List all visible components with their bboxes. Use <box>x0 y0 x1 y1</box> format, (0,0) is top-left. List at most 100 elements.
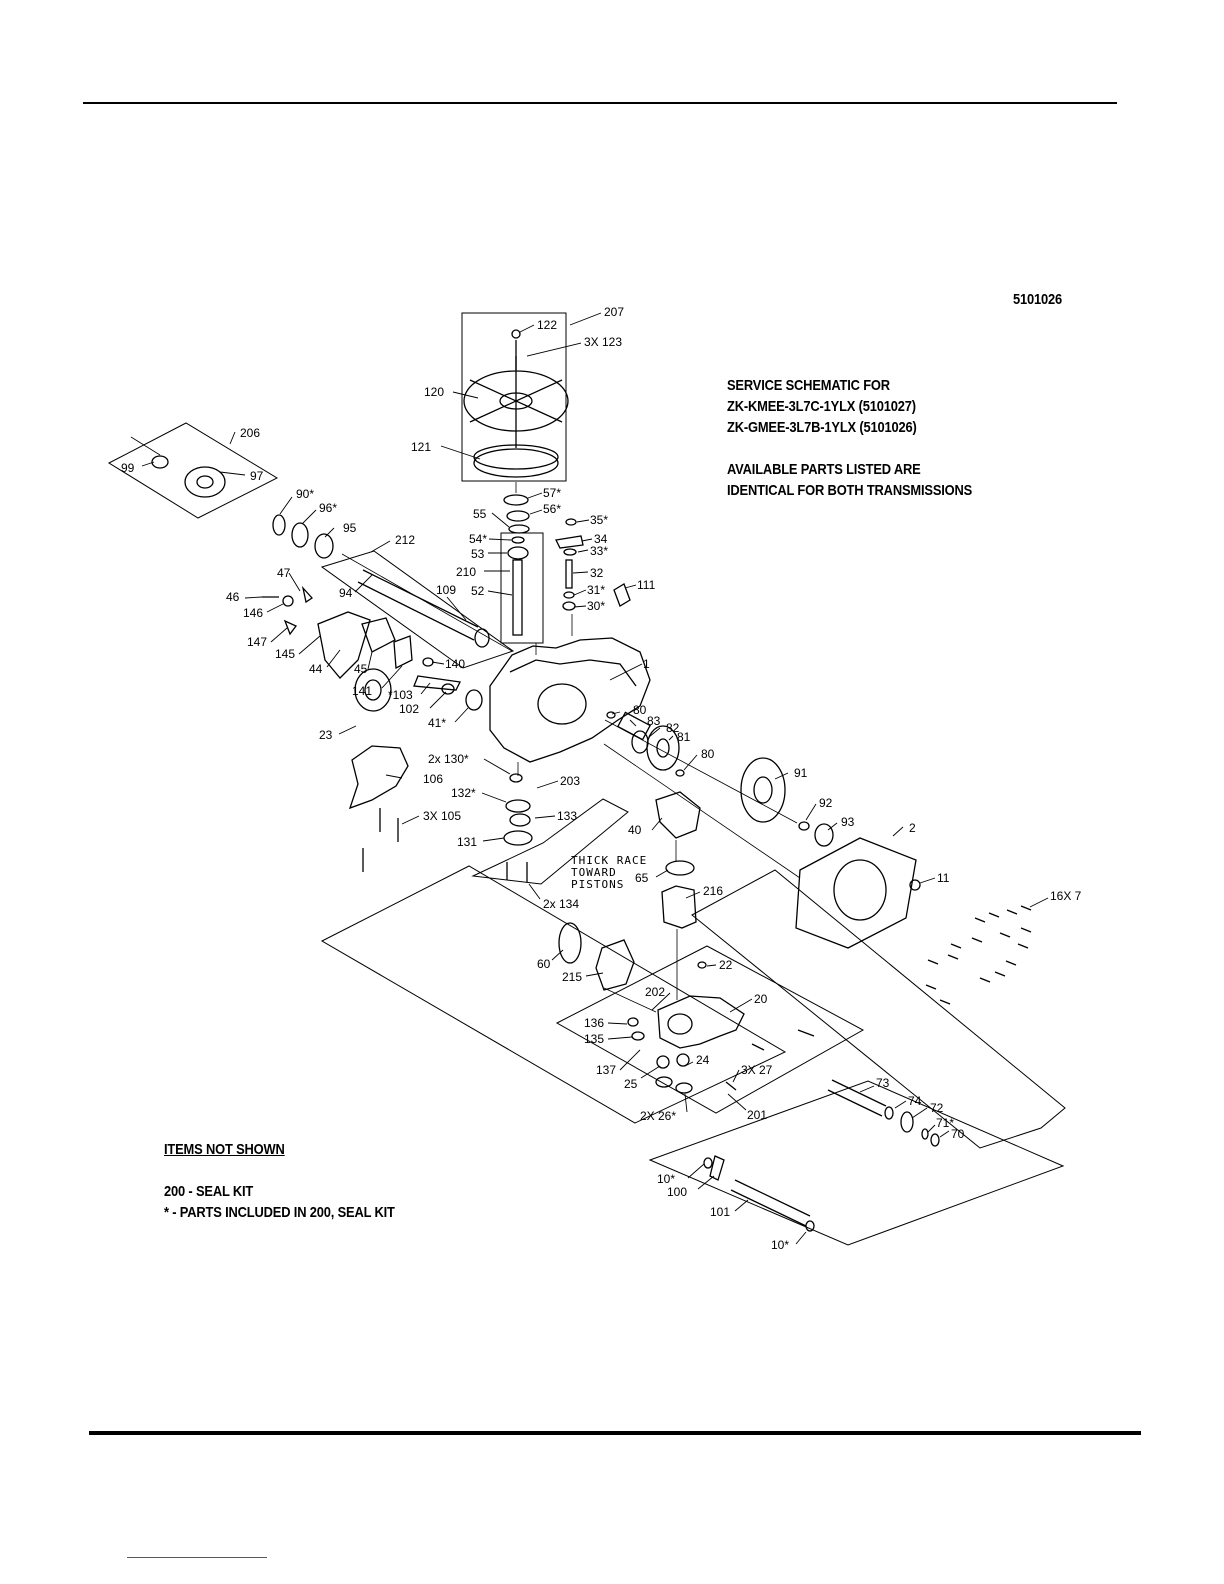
callout-121: 121 <box>411 440 431 454</box>
washer-55 <box>508 524 530 534</box>
callout-2: 2 <box>909 821 916 835</box>
center-section-20 <box>657 995 745 1049</box>
hub-nut <box>151 455 169 469</box>
gear-72 <box>900 1111 914 1133</box>
shield-106 <box>348 745 409 810</box>
bolt-27a <box>797 1029 815 1037</box>
spring-47 <box>301 585 313 604</box>
callout-55: 55 <box>473 507 487 521</box>
callout-22: 22 <box>719 958 733 972</box>
callout-206: 206 <box>240 426 260 440</box>
gear-81-bore <box>656 738 670 758</box>
callout-93: 93 <box>841 815 855 829</box>
callout-30: 30* <box>587 599 605 613</box>
bull-gear-91 <box>740 757 786 823</box>
check-valve-24 <box>676 1053 690 1067</box>
ring-10b <box>805 1220 815 1232</box>
pinion-83 <box>617 711 651 741</box>
callout-10: 10* <box>657 1172 675 1186</box>
washer-33 <box>563 548 577 556</box>
washer-92 <box>798 821 810 831</box>
input-shaft <box>512 559 523 636</box>
callout-80: 80 <box>633 703 647 717</box>
callout-70: 70 <box>951 1127 965 1141</box>
callout-122: 122 <box>537 318 557 332</box>
washer-146 <box>282 595 294 607</box>
callout-73: 73 <box>876 1076 890 1090</box>
end-cover-boss <box>833 859 887 921</box>
callout-52: 52 <box>471 584 485 598</box>
callout-103: *103 <box>388 688 413 702</box>
bolt-27b <box>751 1043 765 1051</box>
callout-203: 203 <box>560 774 580 788</box>
o-ring-132 <box>505 799 531 813</box>
link-103 <box>413 675 461 691</box>
title-line-4: AVAILABLE PARTS LISTED ARE <box>727 461 921 478</box>
charge-pump-group-box <box>471 798 629 885</box>
axle-seal <box>291 522 309 548</box>
callout-83: 83 <box>647 714 661 728</box>
callout-131: 131 <box>457 835 477 849</box>
callout-90: 90* <box>296 487 314 501</box>
washer-140 <box>422 657 434 667</box>
callout-111: 111 <box>637 578 656 592</box>
plug-11 <box>909 879 921 891</box>
callout-202: 202 <box>645 985 665 999</box>
output-shaft-73-bottom <box>827 1089 883 1117</box>
callout-labels: 207 122 3X 123 120 121 206 99 97 90* 96*… <box>121 305 1082 1252</box>
callout-135: 135 <box>584 1032 604 1046</box>
wheel-hub-bore <box>196 475 214 489</box>
callout-101: 101 <box>710 1205 730 1219</box>
fan-nut <box>511 329 521 339</box>
bottom-rule <box>89 1431 1141 1435</box>
title-line-5: IDENTICAL FOR BOTH TRANSMISSIONS <box>727 482 973 499</box>
callout-34: 34 <box>594 532 608 546</box>
callout-56: 56* <box>543 502 561 516</box>
callout-72: 72 <box>930 1101 944 1115</box>
items-not-shown-block: ITEMS NOT SHOWN 200 - SEAL KIT * - PARTS… <box>164 1139 395 1223</box>
gear-81 <box>646 725 680 771</box>
charge-cover-131 <box>503 830 533 846</box>
control-arm-34 <box>555 535 584 549</box>
callout-132: 132* <box>451 786 476 800</box>
bolt-27c <box>725 1081 737 1091</box>
cylinder-block-215 <box>595 939 635 991</box>
plug-130 <box>509 773 523 783</box>
callout-212: 212 <box>395 533 415 547</box>
callout-95: 95 <box>343 521 357 535</box>
callout-80b: 80 <box>701 747 715 761</box>
callout-23: 23 <box>319 728 333 742</box>
part-outlines <box>151 329 1032 1232</box>
retaining-ring-57 <box>503 494 529 506</box>
callout-53: 53 <box>471 547 485 561</box>
thick-race-line-3: PISTONS <box>571 878 624 891</box>
thrust-bearing-65 <box>665 860 695 876</box>
brake-shoe-100 <box>709 1155 725 1181</box>
ring-71 <box>921 1128 929 1140</box>
center-section-port <box>667 1013 693 1035</box>
title-line-2: ZK-KMEE-3L7C-1YLX (5101027) <box>727 398 916 415</box>
title-line-3: ZK-GMEE-3L7B-1YLX (5101026) <box>727 419 917 436</box>
callout-99: 99 <box>121 461 135 475</box>
callout-137: 137 <box>596 1063 616 1077</box>
fan-pulley-group-box <box>461 312 567 482</box>
callout-45: 45 <box>354 662 368 676</box>
gerotor-133 <box>509 813 531 827</box>
control-shaft-32 <box>565 559 573 589</box>
callout-54: 54* <box>469 532 487 546</box>
callout-91: 91 <box>794 766 808 780</box>
callout-97: 97 <box>250 469 264 483</box>
end-cover-2 <box>795 837 917 949</box>
housing-bore <box>537 683 587 725</box>
thick-race-note: THICK RACE TOWARD PISTONS <box>571 854 646 891</box>
callout-215: 215 <box>562 970 582 984</box>
axle-group-box <box>648 1080 1065 1246</box>
washer-74 <box>884 1106 894 1120</box>
callout-65: 65 <box>635 871 649 885</box>
items-not-shown-heading: ITEMS NOT SHOWN <box>164 1141 285 1158</box>
callout-201: 201 <box>747 1108 767 1122</box>
callout-145: 145 <box>275 647 295 661</box>
callout-123: 3X 123 <box>584 335 622 349</box>
ring-35 <box>565 518 577 526</box>
callout-24: 24 <box>696 1053 710 1067</box>
